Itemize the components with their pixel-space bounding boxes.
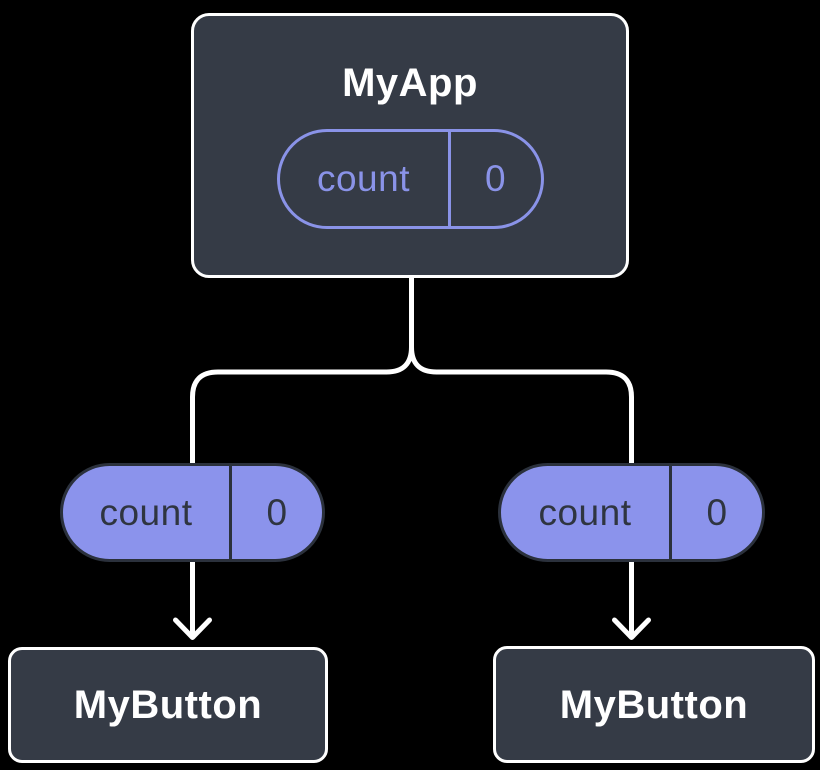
connector-left-path [190,271,414,636]
left-mybutton-title: MyButton [73,683,263,727]
connector-right-path [409,271,634,636]
left-mybutton-node: MyButton [8,647,328,763]
right-prop-pill-value: 0 [706,491,728,533]
state-pill-value: 0 [484,157,507,199]
state-pill-name: count [280,131,451,226]
myapp-state-pill: count 0 [276,128,544,229]
right-mybutton-title: MyButton [559,682,749,727]
left-prop-pill-name: count [63,466,232,559]
left-prop-pill-value: 0 [266,491,288,533]
right-prop-pill-name: count [501,466,672,559]
myapp-node-title: MyApp [342,60,478,105]
left-prop-pill: count 0 [60,463,325,562]
right-mybutton-node: MyButton [493,646,815,763]
right-prop-pill: count 0 [498,463,765,562]
left-arrowhead-icon [173,617,212,640]
myapp-node: MyApp count 0 [191,13,629,278]
right-arrowhead-icon [612,617,651,640]
